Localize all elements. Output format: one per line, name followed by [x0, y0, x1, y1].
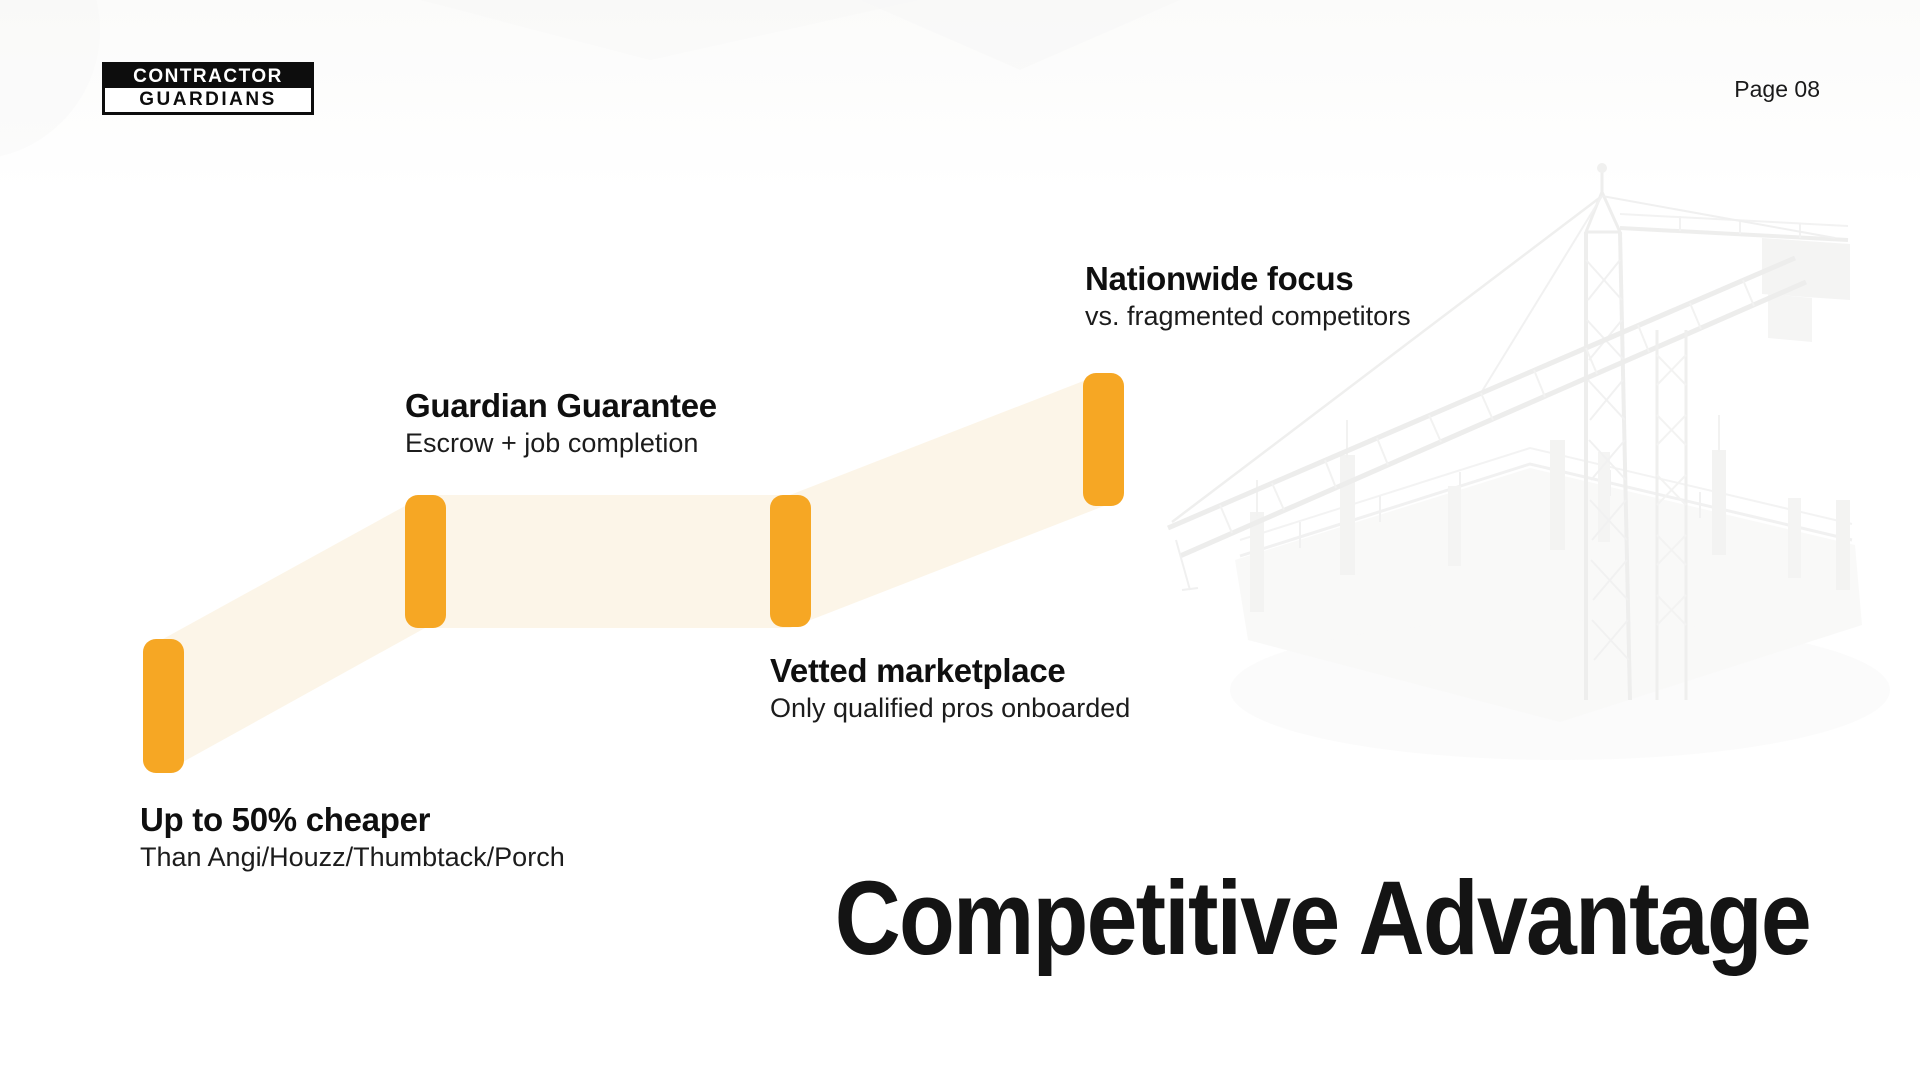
- logo-line-1: CONTRACTOR: [105, 65, 311, 88]
- milestone-bar-4: [1083, 373, 1124, 506]
- milestone-subtitle: Escrow + job completion: [405, 428, 699, 458]
- milestone-subtitle: Than Angi/Houzz/Thumbtack/Porch: [140, 842, 565, 872]
- milestone-label-guarantee: Guardian Guarantee Escrow + job completi…: [405, 385, 717, 461]
- milestone-bar-1: [143, 639, 184, 773]
- milestone-title: Vetted marketplace: [770, 652, 1066, 689]
- milestone-bar-3: [770, 495, 811, 627]
- milestone-subtitle: vs. fragmented competitors: [1085, 301, 1411, 331]
- milestone-bar-2: [405, 495, 446, 628]
- milestone-subtitle: Only qualified pros onboarded: [770, 693, 1131, 723]
- milestone-label-marketplace: Vetted marketplace Only qualified pros o…: [770, 650, 1130, 726]
- milestone-title: Nationwide focus: [1085, 260, 1354, 297]
- milestone-label-nationwide: Nationwide focus vs. fragmented competit…: [1085, 258, 1411, 334]
- milestone-title: Guardian Guarantee: [405, 387, 717, 424]
- milestone-title: Up to 50% cheaper: [140, 801, 431, 838]
- page-number: Page 08: [1734, 76, 1820, 102]
- milestone-label-cheaper: Up to 50% cheaper Than Angi/Houzz/Thumbt…: [140, 799, 565, 875]
- contractor-guardians-logo: CONTRACTOR GUARDIANS: [102, 62, 314, 115]
- logo-line-2: GUARDIANS: [105, 88, 311, 112]
- slide-title: Competitive Advantage: [834, 860, 1812, 977]
